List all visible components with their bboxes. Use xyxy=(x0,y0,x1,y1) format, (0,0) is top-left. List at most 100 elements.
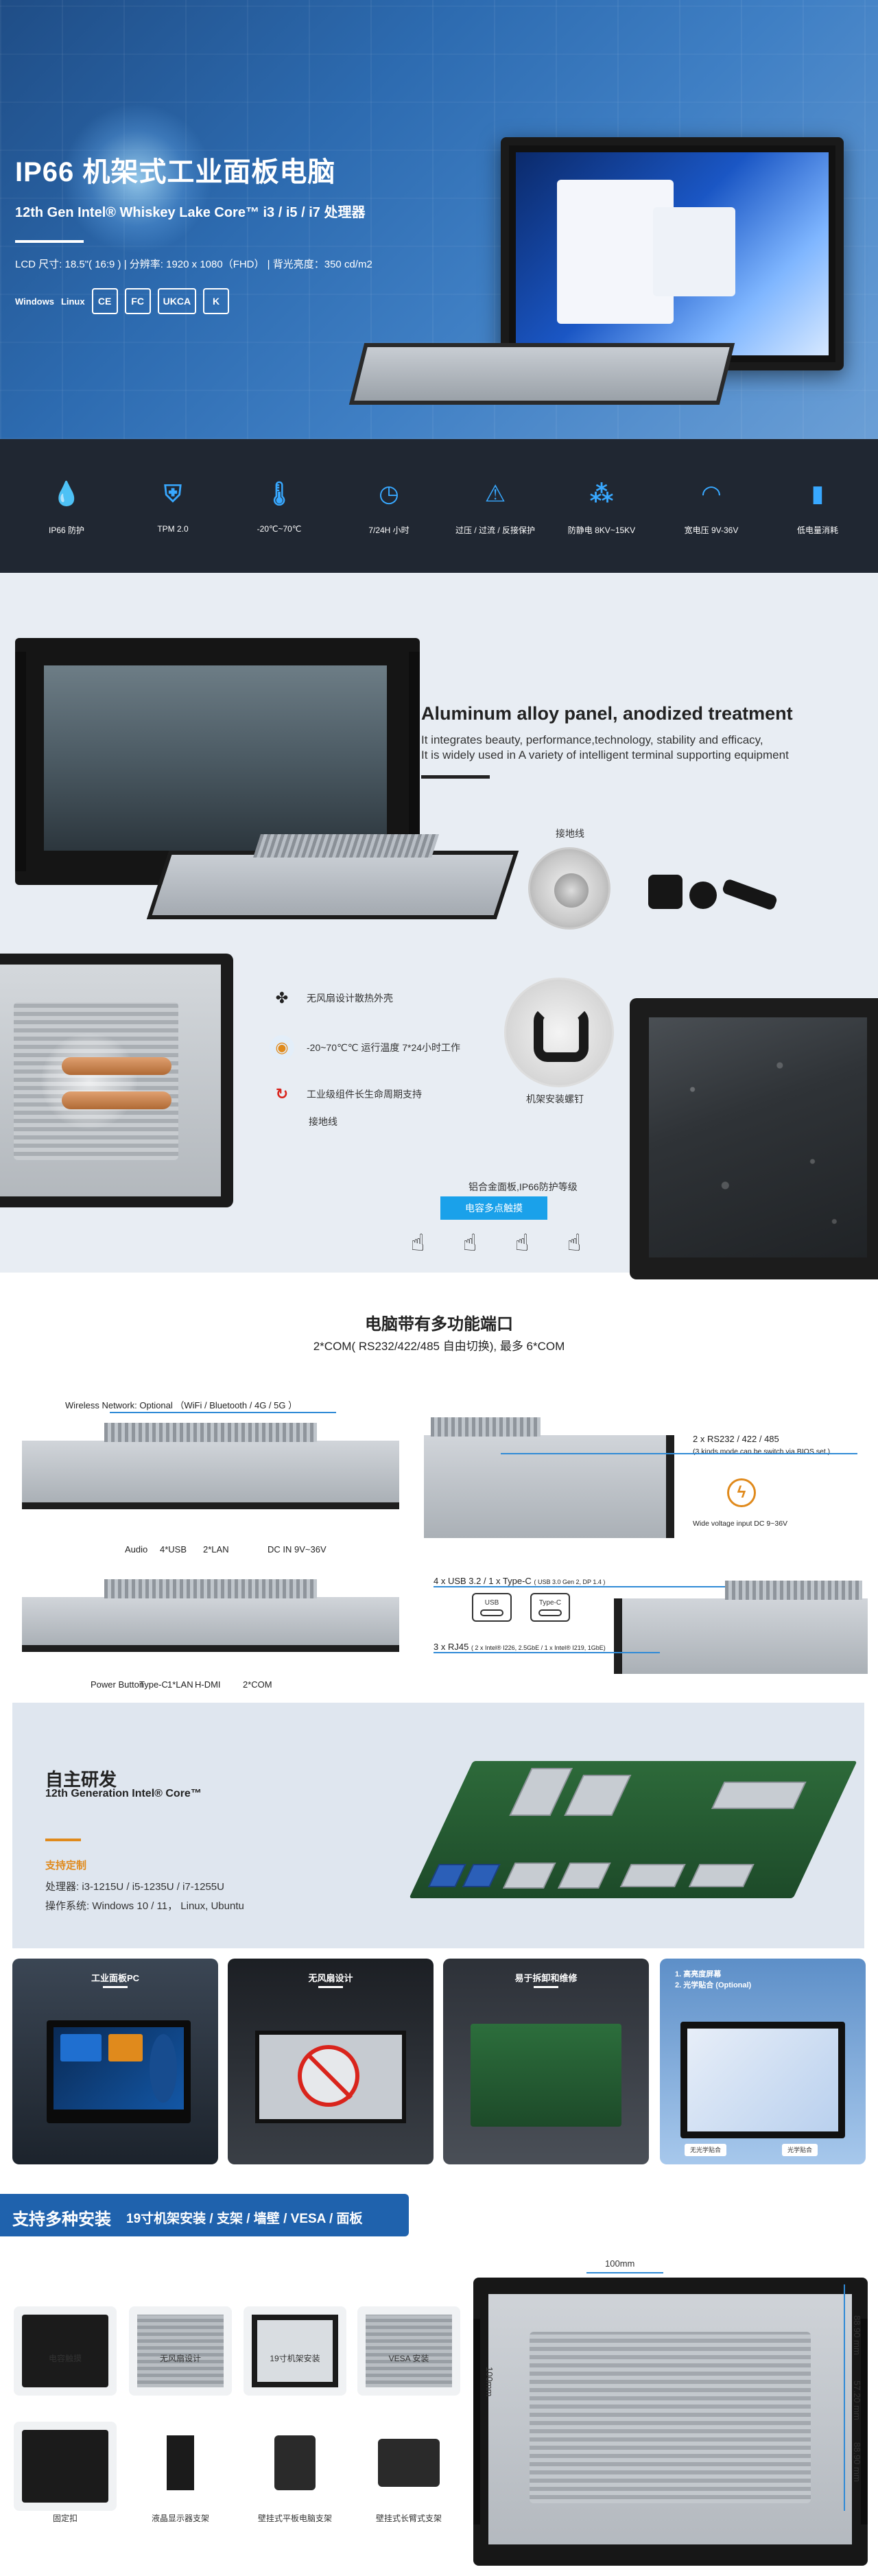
feature-strip: 💧IP66 防护 ⛨TPM 2.0 🌡-20℃~70℃ ◷7/24H 小时 ⚠过… xyxy=(0,439,878,573)
port-label-audio: Audio xyxy=(125,1544,148,1555)
touch-feature-badge: 电容多点触摸 xyxy=(440,1196,547,1220)
description-line: It integrates beauty, performance,techno… xyxy=(421,733,763,746)
mount-hook xyxy=(534,1007,589,1062)
bullet-text: -20~70℃℃ 运行温度 7*24小时工作 xyxy=(307,1042,461,1053)
tile-vesa xyxy=(357,2306,460,2396)
rj45-note: ( 2 x Intel® I226, 2.5GbE / 1 x Intel® I… xyxy=(471,1644,606,1651)
board-chip xyxy=(564,1775,632,1816)
dimension-right-2: 57.20 mm xyxy=(852,2380,862,2420)
port-slot xyxy=(538,1609,562,1616)
dimension-line xyxy=(586,2272,663,2273)
dashboard-gauge xyxy=(150,2034,177,2103)
hardware-part xyxy=(721,877,779,912)
water-drop-icon: 💧 xyxy=(51,481,82,507)
dimension-left: 100mm xyxy=(484,2367,495,2397)
motherboard-image xyxy=(409,1761,857,1898)
feature-label: 7/24H 小时 xyxy=(368,525,410,535)
hardware-part xyxy=(648,875,683,909)
dashboard-tile xyxy=(108,2034,143,2061)
rack-pc-image xyxy=(146,834,519,919)
hero-subtitle: 12th Gen Intel® Whiskey Lake Core™ i3 / … xyxy=(15,205,366,220)
card-maintenance: 易于拆卸和维修 xyxy=(443,1959,649,2164)
feature-item: ◷7/24H 小时 xyxy=(348,473,430,536)
heatsink-fins xyxy=(252,834,440,858)
refresh-cycle-icon: ↻ xyxy=(275,1085,289,1102)
tile-long-arm xyxy=(357,2422,460,2511)
tile-image xyxy=(22,2315,108,2387)
dimension-right-3: 88.90 mm xyxy=(852,2442,862,2482)
linux-logo-icon: Linux xyxy=(60,296,85,307)
optical-bonded-tag: 光学贴合 xyxy=(782,2144,818,2156)
hardware-part xyxy=(689,882,717,909)
rj45-text: 3 x RJ45 xyxy=(434,1642,469,1652)
back-plate xyxy=(488,2294,852,2544)
heading-divider xyxy=(421,775,490,779)
monitor-screen xyxy=(44,665,387,851)
usb-icon-label: USB xyxy=(484,1598,499,1607)
card-monitor xyxy=(680,2022,845,2138)
port-label-com: 2*COM xyxy=(243,1679,272,1690)
callout-line xyxy=(434,1652,660,1653)
back-plate xyxy=(0,965,221,1196)
no-fan-icon xyxy=(298,2045,359,2107)
card-divider xyxy=(103,1986,128,1988)
fc-logo-icon: FC xyxy=(124,288,151,314)
device-top-view xyxy=(22,1423,399,1509)
tile-label: 19寸机架安装 xyxy=(270,2354,320,2363)
feature-item: ⚠过压 / 过流 / 反接保护 xyxy=(454,473,536,536)
feature-label: -20℃~70℃ xyxy=(257,524,302,534)
callout-line xyxy=(501,1453,857,1454)
gauge-icon: ◠ xyxy=(702,481,721,507)
board-chip xyxy=(509,1768,573,1816)
port-label-dcin: DC IN 9V~36V xyxy=(268,1544,327,1555)
card-divider xyxy=(534,1986,558,1988)
heatsink-fins xyxy=(104,1423,317,1442)
tile-label: 壁挂式长臂式支架 xyxy=(375,2514,442,2523)
bullet-text: 无风扇设计散热外壳 xyxy=(307,993,393,1004)
cpu-spec: 处理器: i3-1215U / i5-1235U / i7-1255U xyxy=(45,1881,224,1893)
hero-divider xyxy=(15,240,84,243)
install-subtitle: 19寸机架安装 / 支架 / 墙壁 / VESA / 面板 xyxy=(126,2212,363,2226)
rd-section: 自主研发 12th Generation Intel® Core™ 支持定制 处… xyxy=(12,1703,864,1948)
heatsink-fins xyxy=(431,1417,541,1437)
port-slot xyxy=(480,1609,503,1616)
touch-gestures: ☝ ☝ ☝ ☝ xyxy=(405,1228,587,1258)
tile-wall-mount xyxy=(244,2422,346,2511)
description-line: It is widely used in A variety of intell… xyxy=(421,748,789,761)
dimension-monitor-image xyxy=(473,2278,868,2566)
bullet-text: 工业级组件长生命周期支持 xyxy=(307,1089,422,1100)
ports-subtitle: 2*COM( RS232/422/485 自由切换), 最多 6*COM xyxy=(313,1340,565,1353)
install-title: 支持多种安装 xyxy=(12,2210,111,2229)
card-title: 易于拆卸和维修 xyxy=(514,1973,578,1983)
board-chip xyxy=(711,1782,807,1809)
heatsink xyxy=(14,1002,178,1160)
card-display-options: 1. 高亮度屏幕 2. 光学贴合 (Optional) 无光学贴合 光学贴合 xyxy=(660,1959,866,2164)
board-lan xyxy=(557,1863,611,1889)
tile-rack xyxy=(244,2306,346,2396)
battery-icon: ▮ xyxy=(811,481,824,507)
feature-label: 低电量消耗 xyxy=(796,525,838,535)
tile-image xyxy=(274,2435,316,2490)
rack-ear xyxy=(861,2319,868,2525)
usb-line-label: 4 x USB 3.2 / 1 x Type-C ( USB 3.0 Gen 2… xyxy=(434,1576,605,1586)
device-side-view-com xyxy=(424,1417,674,1538)
board-usb xyxy=(462,1864,501,1887)
windows-logo-icon: Windows xyxy=(15,296,54,307)
tile-image xyxy=(252,2315,338,2387)
back-panel-image xyxy=(0,954,233,1207)
bullet-lifecycle: ↻ 工业级组件长生命周期支持 xyxy=(270,1082,422,1107)
feature-label: 防静电 8KV~15KV xyxy=(567,525,636,535)
port-label-hdmi: H-DMI xyxy=(195,1679,221,1690)
dimension-line xyxy=(844,2284,845,2511)
thermometer-icon: 🌡 xyxy=(264,481,294,507)
display-option: 1. 高亮度屏幕 xyxy=(675,1970,722,1978)
os-spec: 操作系统: Windows 10 / 11， Linux, Ubuntu xyxy=(45,1900,244,1912)
callout-line xyxy=(110,1412,336,1413)
usb-line-text: 4 x USB 3.2 / 1 x Type-C xyxy=(434,1576,532,1586)
usb-line-note: ( USB 3.0 Gen 2, DP 1.4 ) xyxy=(534,1579,606,1585)
feature-label: TPM 2.0 xyxy=(157,524,189,534)
rd-subheading: 12th Generation Intel® Core™ xyxy=(45,1788,202,1799)
rack-ear xyxy=(15,652,26,871)
port-label-power: Power Button xyxy=(91,1679,145,1690)
feature-label: 过压 / 过流 / 反接保护 xyxy=(455,525,535,535)
